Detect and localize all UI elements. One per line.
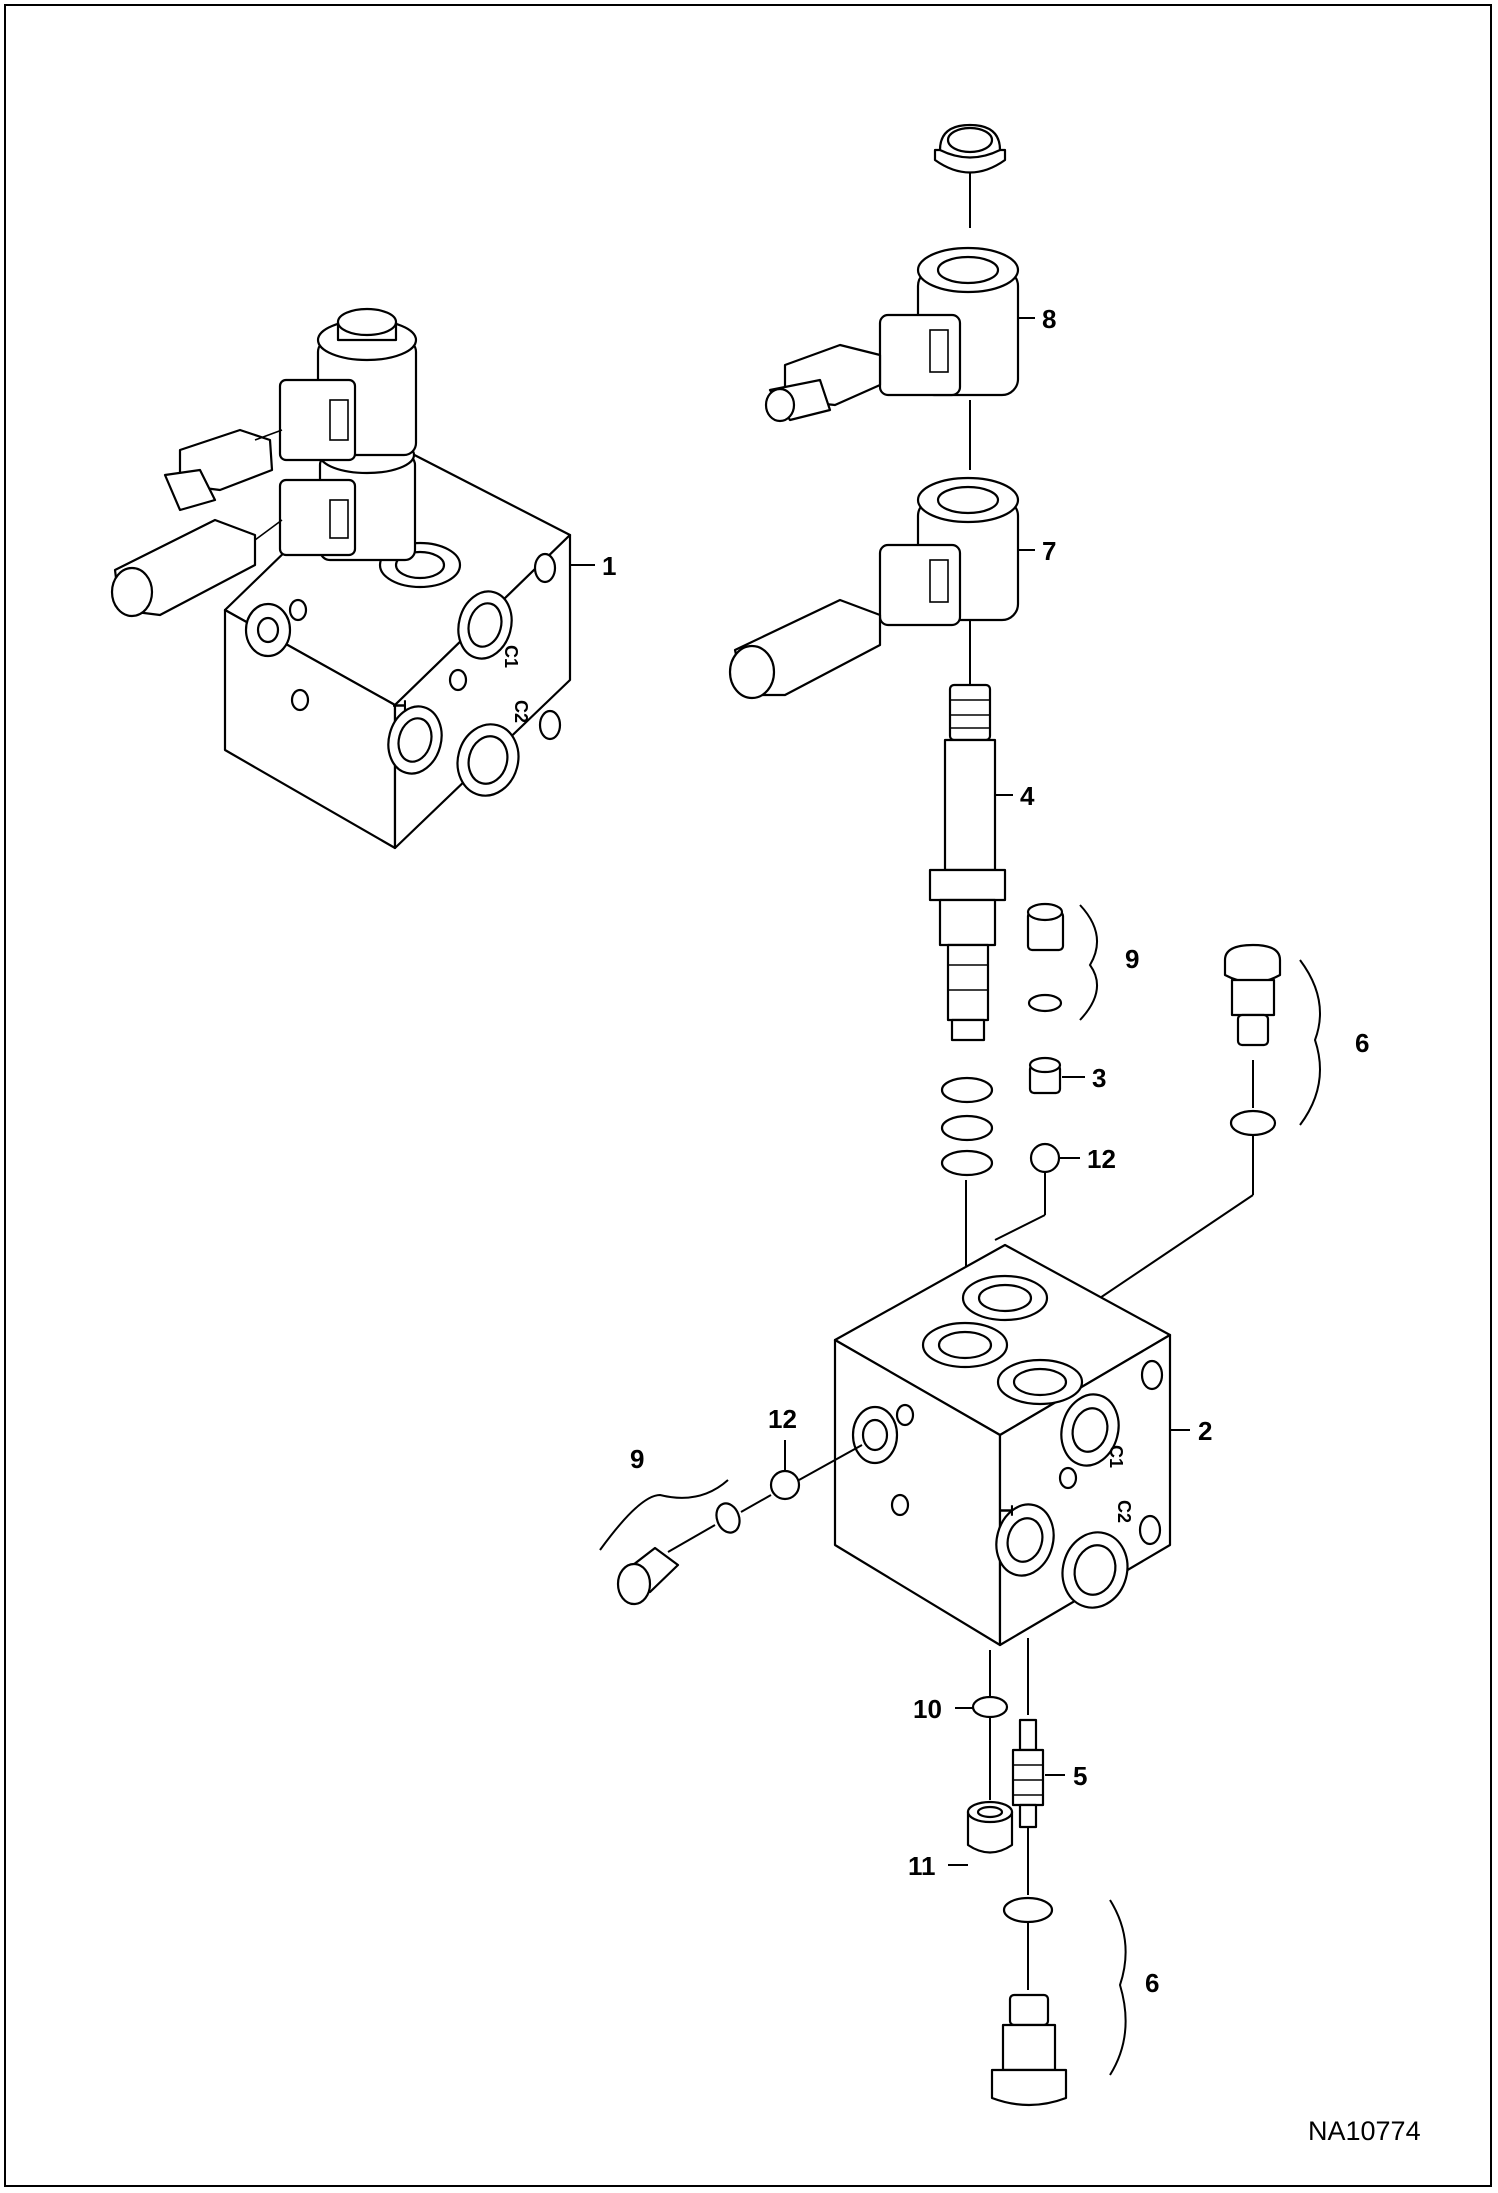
callout-9-left: 9 (630, 1444, 644, 1474)
callout-7: 7 (1042, 536, 1056, 566)
figure-id: NA10774 (1308, 2116, 1421, 2146)
solenoid-coil-lower (728, 476, 1020, 700)
plug-left (616, 1444, 863, 1606)
cap-nut (933, 123, 1007, 174)
leader-lines (570, 317, 1321, 2076)
port-c2-left: C2 (511, 700, 531, 723)
callout-6-lower: 6 (1145, 1968, 1159, 1998)
drawing-border (4, 4, 1492, 2187)
assembled-valve-block (110, 307, 572, 850)
port-c2-right: C2 (1114, 1500, 1134, 1523)
plug-upper (994, 902, 1065, 1241)
port-markings: C1 C2 T C1 C2 T (389, 645, 1134, 1523)
relief-valve-upper (1029, 943, 1282, 1346)
callout-5: 5 (1073, 1761, 1087, 1791)
bottom-parts (966, 1638, 1068, 2107)
callout-11: 11 (908, 1851, 936, 1881)
callout-4: 4 (1020, 781, 1035, 811)
valve-block-body (833, 1243, 1172, 1647)
port-t-right: T (996, 1505, 1016, 1516)
solenoid-coil-upper (764, 246, 1020, 423)
port-t-left: T (389, 700, 409, 711)
callout-10: 10 (913, 1694, 942, 1724)
callouts: 1 8 7 4 9 3 12 6 2 12 9 10 5 11 6 (602, 304, 1369, 1998)
callout-12-left: 12 (768, 1404, 797, 1434)
port-c1-left: C1 (501, 645, 521, 668)
callout-9-upper: 9 (1125, 944, 1139, 974)
cartridge-valve (928, 683, 1007, 1042)
callout-8: 8 (1042, 304, 1056, 334)
callout-1: 1 (602, 551, 616, 581)
o-ring-stack (940, 1076, 994, 1177)
callout-3: 3 (1092, 1063, 1106, 1093)
callout-2: 2 (1198, 1416, 1212, 1446)
callout-6-upper: 6 (1355, 1028, 1369, 1058)
port-c1-right: C1 (1106, 1445, 1126, 1468)
callout-12-upper: 12 (1087, 1144, 1116, 1174)
